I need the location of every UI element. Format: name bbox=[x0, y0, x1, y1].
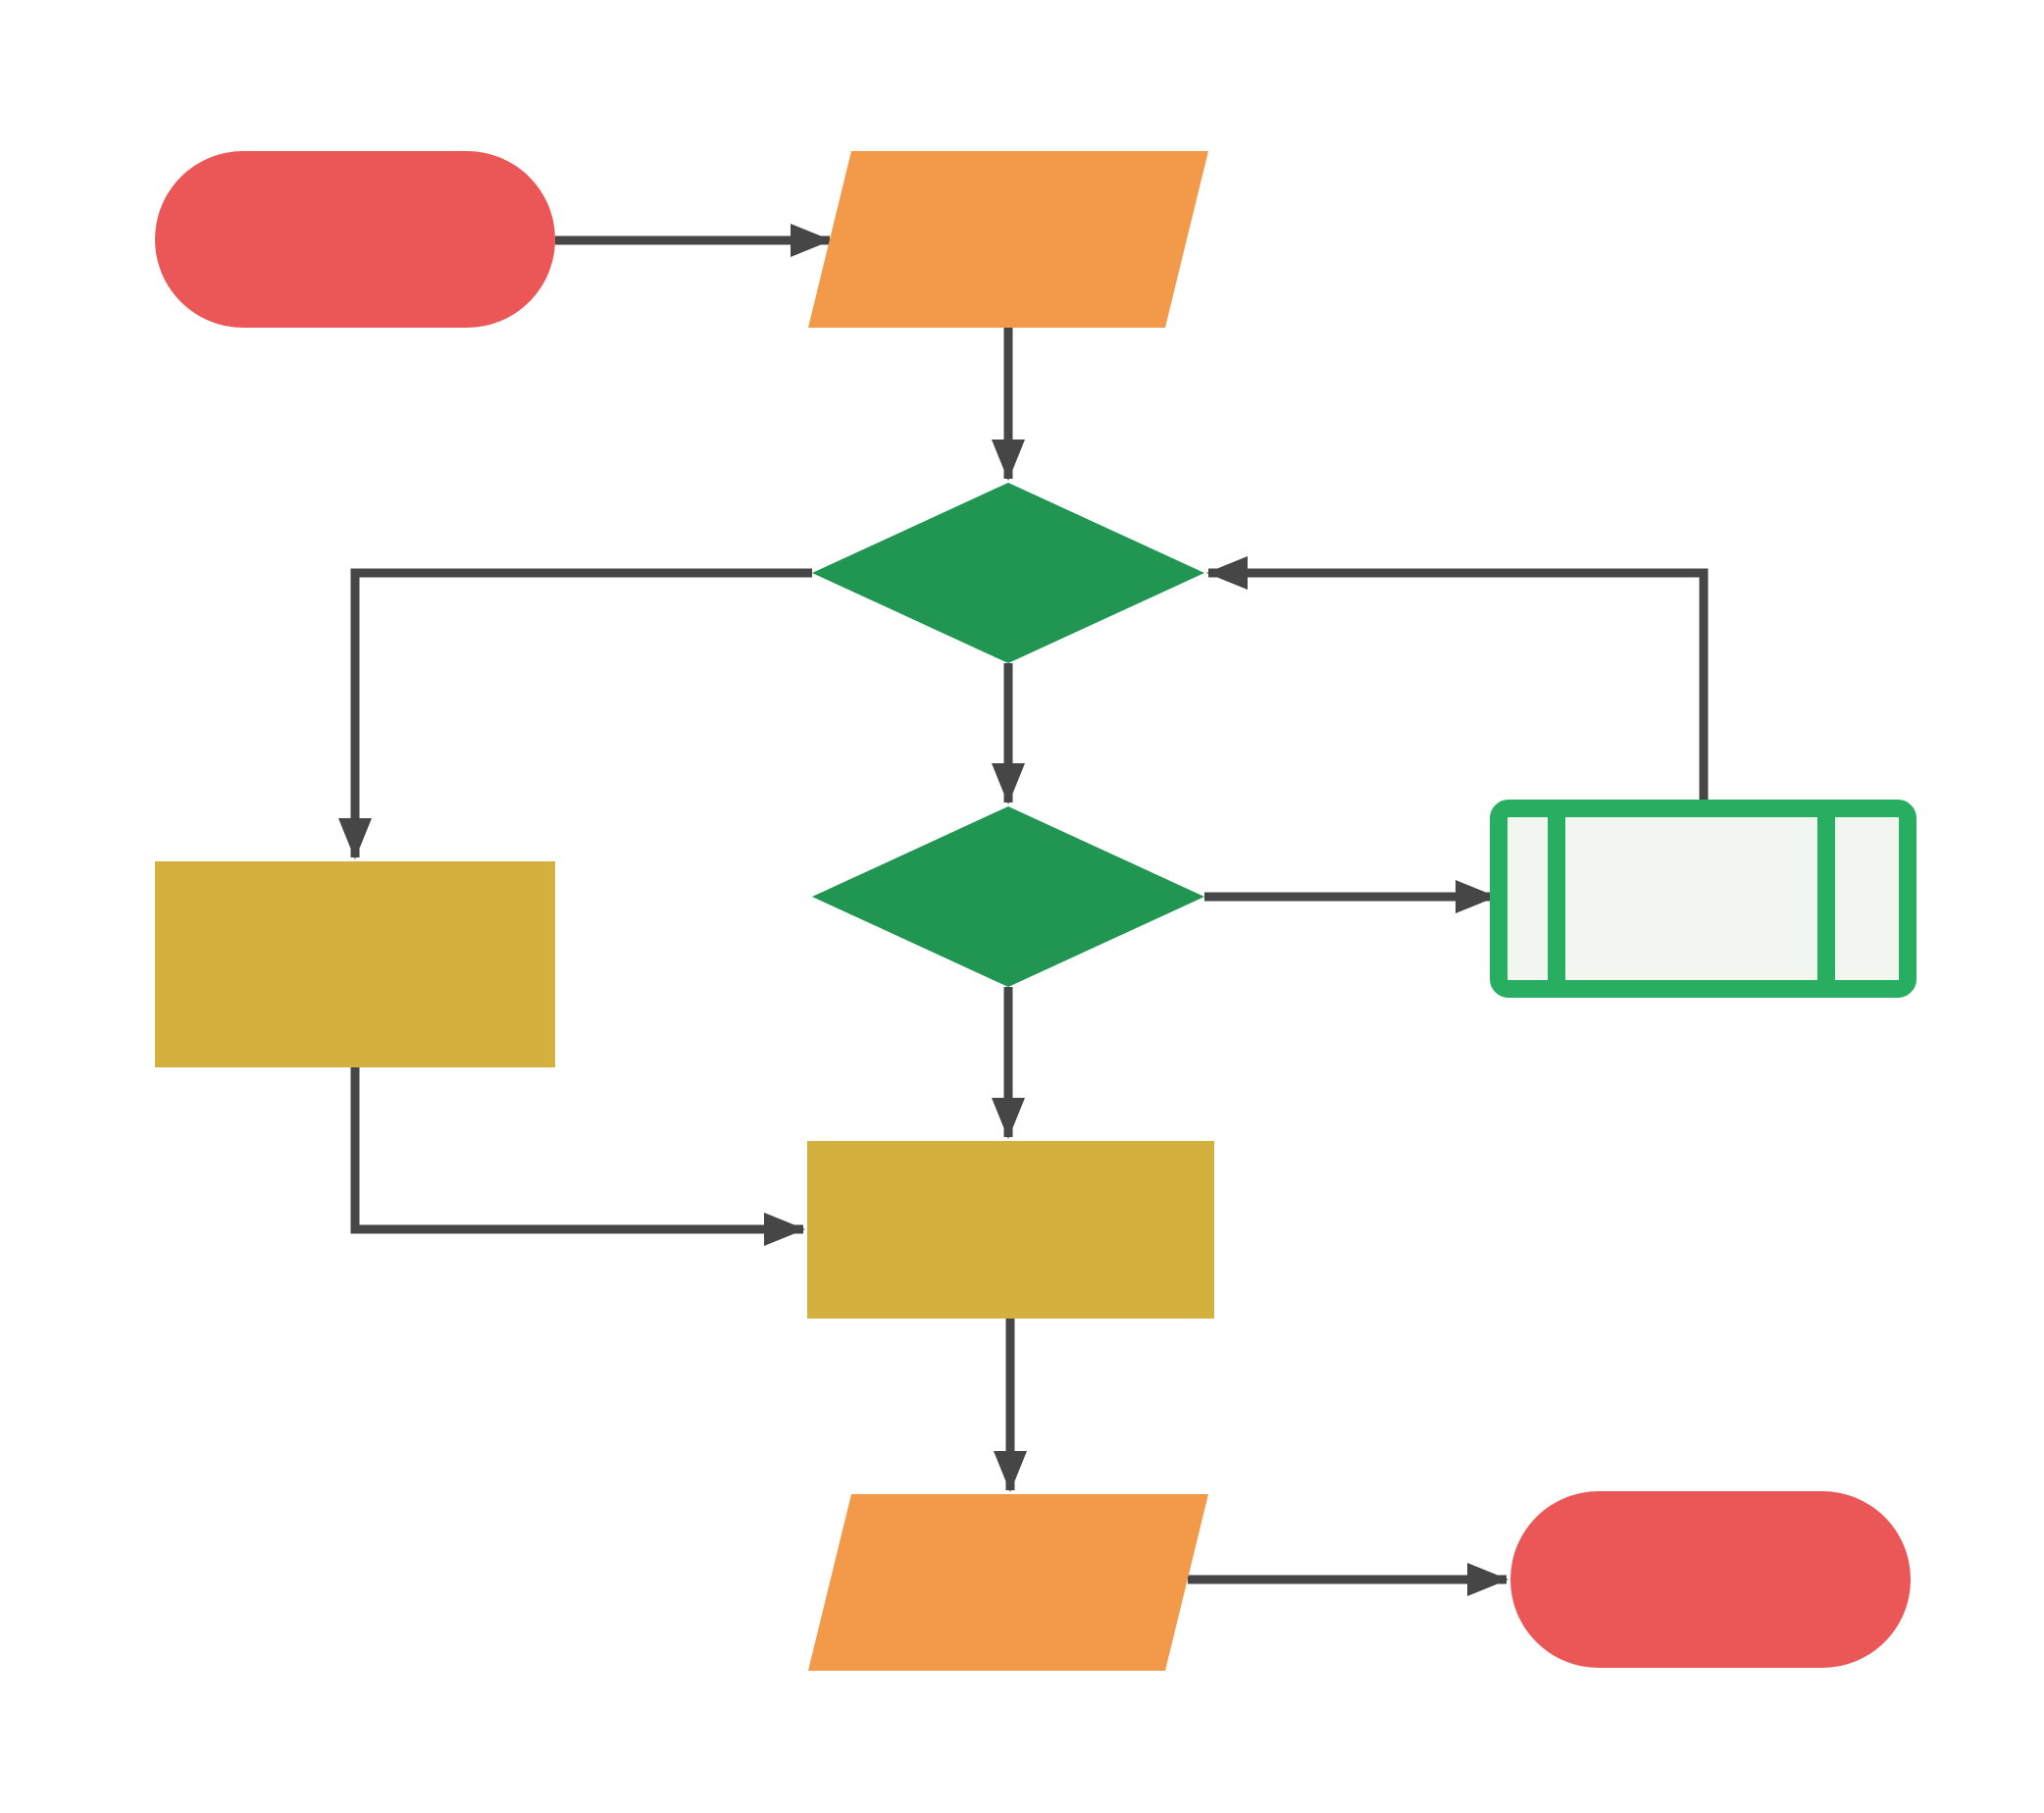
edge-decision1-to-process1 bbox=[338, 568, 812, 859]
io-output-shape bbox=[808, 1494, 1208, 1671]
decision-1-shape bbox=[812, 483, 1204, 663]
predefined-process-outer-rect bbox=[1490, 800, 1916, 998]
process-2-shape bbox=[807, 1141, 1214, 1319]
edge-process1-to-process2 bbox=[350, 1067, 805, 1246]
edge-predefined-to-decision1 bbox=[1206, 556, 1709, 808]
decision-2-shape bbox=[812, 806, 1204, 987]
terminator-end-shape bbox=[1510, 1491, 1911, 1668]
predefined-process-shape bbox=[1490, 800, 1916, 998]
process-1-shape bbox=[155, 861, 555, 1067]
io-input-shape bbox=[808, 151, 1208, 328]
terminator-start-shape bbox=[155, 151, 555, 328]
